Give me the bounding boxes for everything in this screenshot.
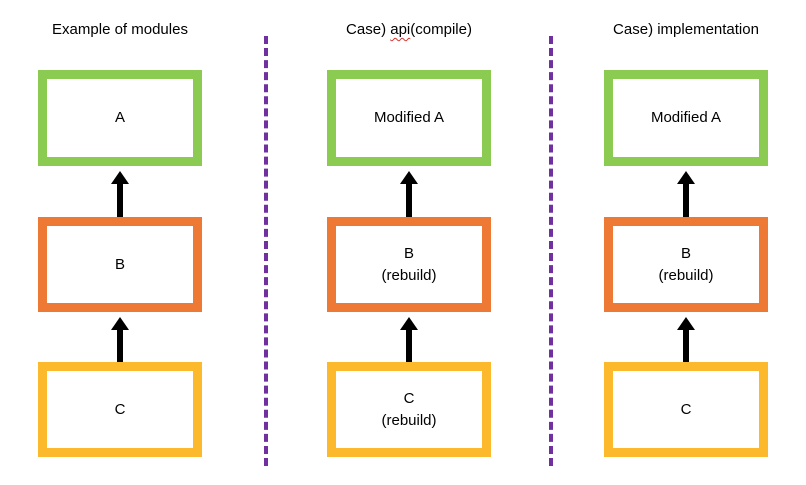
dashed-divider (549, 36, 553, 466)
arrow-head (677, 171, 695, 184)
arrow-c-to-b (596, 312, 776, 362)
arrow-b-to-a (596, 166, 776, 217)
module-b-box: B (rebuild) (327, 217, 491, 312)
module-a-label: Modified A (373, 109, 445, 126)
arrow-shaft (683, 183, 689, 217)
module-b-label: B (rebuild) (381, 244, 437, 284)
arrow-c-to-b (30, 312, 210, 362)
dashed-divider (264, 36, 268, 466)
module-c-box: C (604, 362, 768, 457)
arrow-head (111, 171, 129, 184)
module-a-box: Modified A (604, 70, 768, 166)
module-b-box: B (38, 217, 202, 312)
column-title: Example of modules (52, 21, 188, 38)
title-prefix: Case) (346, 21, 391, 38)
module-a-label: A (114, 109, 125, 126)
arrow-head (111, 317, 129, 330)
module-b-label: B (rebuild) (658, 244, 714, 284)
module-c-label: C (114, 400, 126, 418)
module-c-label: C (rebuild) (381, 389, 437, 429)
arrow-head (400, 317, 418, 330)
arrow-shaft (406, 329, 412, 362)
arrow-shaft (683, 329, 689, 362)
column-case-implementation: Case) implementation Modified A B (rebui… (596, 0, 776, 485)
module-b-label: B (114, 255, 125, 273)
arrow-head (677, 317, 695, 330)
module-a-label: Modified A (650, 109, 722, 126)
title-misspelled-word: api (390, 21, 411, 38)
module-a-box: A (38, 70, 202, 166)
arrow-b-to-a (30, 166, 210, 217)
column-title: Case) api(compile) (319, 20, 499, 40)
column-example-of-modules: Example of modules A B C (30, 0, 210, 485)
column-title: Case) implementation (613, 21, 759, 38)
arrow-c-to-b (319, 312, 499, 362)
column-case-api-compile: Case) api(compile) Modified A B (rebuild… (319, 0, 499, 485)
arrow-shaft (117, 329, 123, 362)
arrow-shaft (406, 183, 412, 217)
module-c-box: C (38, 362, 202, 457)
arrow-shaft (117, 183, 123, 217)
module-c-box: C (rebuild) (327, 362, 491, 457)
module-a-box: Modified A (327, 70, 491, 166)
title-suffix: (compile) (410, 21, 472, 38)
arrow-head (400, 171, 418, 184)
arrow-b-to-a (319, 166, 499, 217)
module-c-label: C (680, 400, 692, 418)
module-b-box: B (rebuild) (604, 217, 768, 312)
